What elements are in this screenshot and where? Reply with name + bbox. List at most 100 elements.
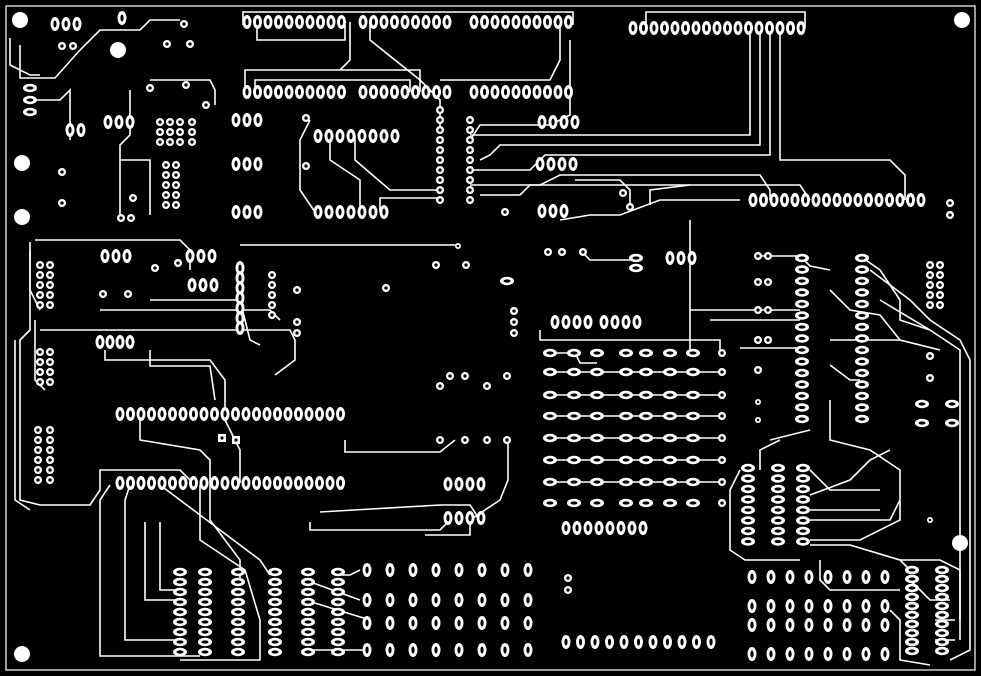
ic-pin <box>235 281 245 295</box>
via-pad <box>754 278 762 286</box>
pad-oval <box>663 498 677 508</box>
copper-trace <box>319 504 481 521</box>
connector-pin <box>670 21 680 35</box>
via-pad <box>503 436 511 444</box>
ic-pin <box>335 205 345 219</box>
ic-pin <box>855 380 869 389</box>
copper-trace <box>354 136 440 191</box>
ic-pin <box>178 476 188 490</box>
header-pin <box>522 85 531 99</box>
copper-trace <box>254 79 411 92</box>
header-pin <box>242 85 252 99</box>
via-pad <box>466 126 474 134</box>
pin <box>935 601 949 611</box>
pad <box>785 570 795 584</box>
via-pad <box>466 136 474 144</box>
via-pad <box>34 476 42 484</box>
ic-pin <box>324 205 334 219</box>
via-pad <box>754 306 762 314</box>
ic-pin <box>115 476 125 490</box>
ic-pin <box>795 357 809 366</box>
via-pad <box>36 368 44 376</box>
pad <box>880 618 890 632</box>
ic-pin <box>795 288 809 297</box>
pin <box>935 628 949 638</box>
header-pin <box>316 85 325 99</box>
pad <box>431 643 441 657</box>
ic-pin <box>795 322 809 332</box>
pin <box>173 587 187 597</box>
via-pad <box>176 118 184 126</box>
copper-trace <box>769 429 811 441</box>
pad-oval <box>686 477 700 487</box>
ic-pin <box>294 476 303 490</box>
ic-pin <box>189 407 198 421</box>
via-pad <box>162 171 170 179</box>
pad <box>548 115 558 129</box>
pad <box>861 647 871 661</box>
pad <box>576 635 585 649</box>
copper-trace <box>344 439 456 453</box>
pad-oval <box>619 411 633 421</box>
pad <box>599 315 609 329</box>
copper-trace <box>809 449 891 496</box>
pin <box>331 597 345 607</box>
pad <box>65 123 75 137</box>
pin <box>331 577 345 587</box>
via-pad <box>293 286 301 294</box>
header-pin <box>432 85 441 99</box>
header-pin <box>337 15 346 29</box>
pin <box>173 567 187 577</box>
via-pad <box>58 199 66 207</box>
pin <box>905 574 919 584</box>
pad <box>861 599 871 613</box>
via-pad <box>501 208 509 216</box>
pad-oval <box>663 411 677 421</box>
copper-trace <box>30 88 71 140</box>
pad <box>454 563 464 577</box>
ic-pin <box>795 403 809 412</box>
pad <box>431 563 441 577</box>
ic-pin <box>771 474 785 483</box>
copper-trace <box>810 400 901 541</box>
pad <box>823 647 833 661</box>
pin <box>905 637 919 647</box>
via-pad <box>156 128 164 136</box>
pad <box>561 635 571 649</box>
ic-pin <box>235 311 245 325</box>
ic-pin <box>168 476 177 490</box>
via-pad <box>466 176 474 184</box>
ic-pin <box>795 368 809 378</box>
ic-pin <box>315 476 324 490</box>
via-pad <box>510 318 518 326</box>
ic-pin <box>741 484 755 494</box>
pad <box>842 647 852 661</box>
copper-trace <box>19 250 191 506</box>
copper-trace <box>809 469 880 491</box>
pad <box>454 511 464 525</box>
copper-trace <box>104 350 241 483</box>
pad <box>648 635 658 649</box>
pad <box>231 157 241 171</box>
pad <box>125 115 135 129</box>
pad-oval <box>639 348 653 358</box>
pad <box>523 616 533 630</box>
copper-trace <box>575 179 631 205</box>
pad <box>50 17 60 31</box>
via-pad <box>46 456 54 464</box>
pad <box>561 315 571 329</box>
ic-pin <box>235 271 245 285</box>
ic-pin <box>283 407 293 421</box>
via-pad <box>754 336 762 344</box>
ic-pin <box>325 407 335 421</box>
pad <box>117 11 127 25</box>
pad <box>207 249 217 263</box>
ic-pin <box>855 288 869 297</box>
via-pad <box>172 191 180 199</box>
header-pin <box>379 85 389 99</box>
pin <box>331 647 345 657</box>
via-pad <box>36 348 44 356</box>
ic-pin <box>795 265 809 274</box>
